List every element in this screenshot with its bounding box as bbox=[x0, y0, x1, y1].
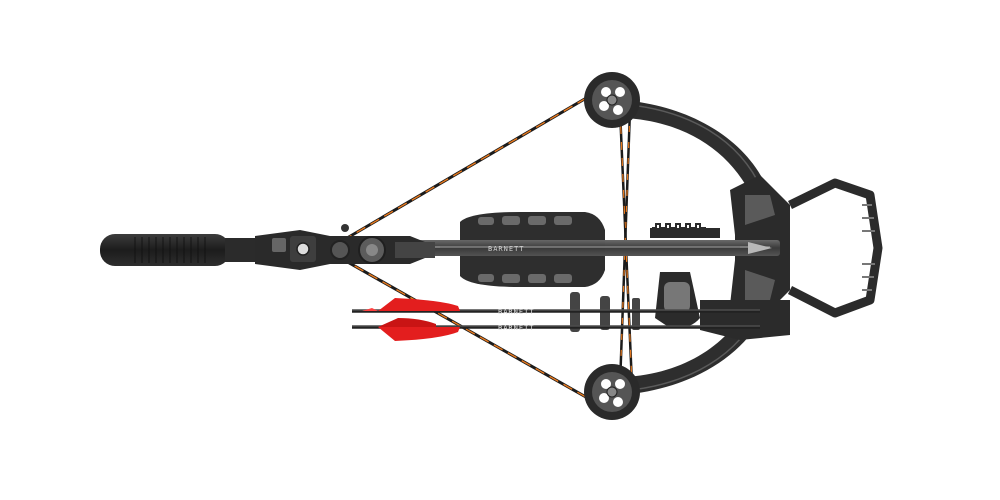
rail-overlay bbox=[440, 240, 740, 256]
rail-brand-logo: BARNETT bbox=[488, 245, 525, 253]
trigger-housing bbox=[255, 224, 435, 270]
foot-stirrup bbox=[787, 178, 883, 318]
arrow-brand-logo-1: BARNETT bbox=[498, 308, 535, 316]
bolt-2 bbox=[352, 318, 760, 341]
arrow-brand-logo-2: BARNETT bbox=[498, 324, 535, 332]
lower-cam bbox=[584, 364, 640, 420]
foregrip bbox=[460, 212, 605, 287]
bolt-1 bbox=[352, 298, 760, 313]
upper-cam bbox=[584, 72, 640, 128]
butt-stock bbox=[100, 234, 260, 266]
